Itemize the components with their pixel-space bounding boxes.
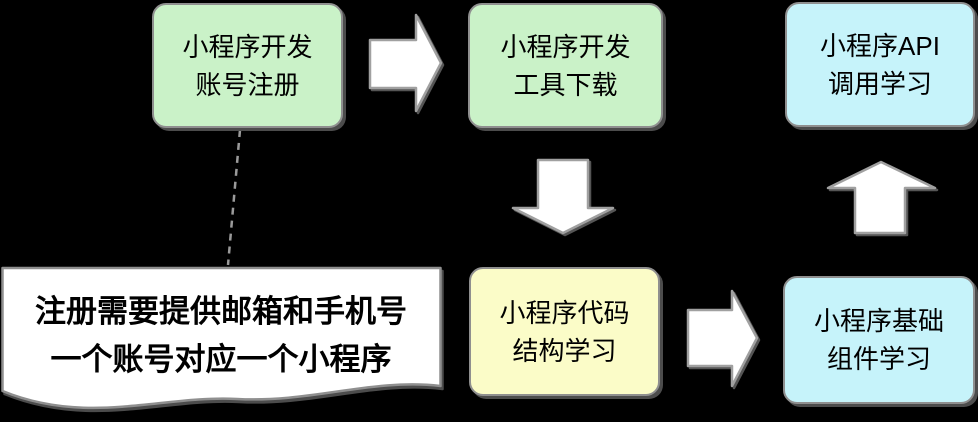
- arrow-right-register-to-download-icon: [368, 13, 443, 113]
- arrow-down-download-to-code-icon: [511, 158, 615, 235]
- node-api-learning: 小程序API 调用学习: [785, 2, 975, 127]
- node-basic-components-label: 小程序基础 组件学习: [813, 306, 944, 374]
- node-basic-components: 小程序基础 组件学习: [783, 276, 975, 404]
- node-tool-download: 小程序开发 工具下载: [468, 3, 663, 128]
- dashed-connector-line: [226, 129, 242, 266]
- node-tool-download-label: 小程序开发 工具下载: [500, 31, 631, 100]
- note-document-shape: [1, 266, 442, 410]
- node-code-structure: 小程序代码 结构学习: [469, 267, 660, 396]
- node-account-register: 小程序开发 账号注册: [152, 3, 343, 128]
- note-text: 注册需要提供邮箱和手机号 一个账号对应一个小程序: [35, 294, 407, 377]
- node-api-learning-label: 小程序API 调用学习: [820, 30, 940, 99]
- arrow-right-code-to-components-icon: [686, 289, 759, 388]
- arrow-up-components-to-api-icon: [826, 160, 937, 235]
- node-code-structure-label: 小程序代码 结构学习: [499, 297, 630, 366]
- node-account-register-label: 小程序开发 账号注册: [182, 31, 313, 100]
